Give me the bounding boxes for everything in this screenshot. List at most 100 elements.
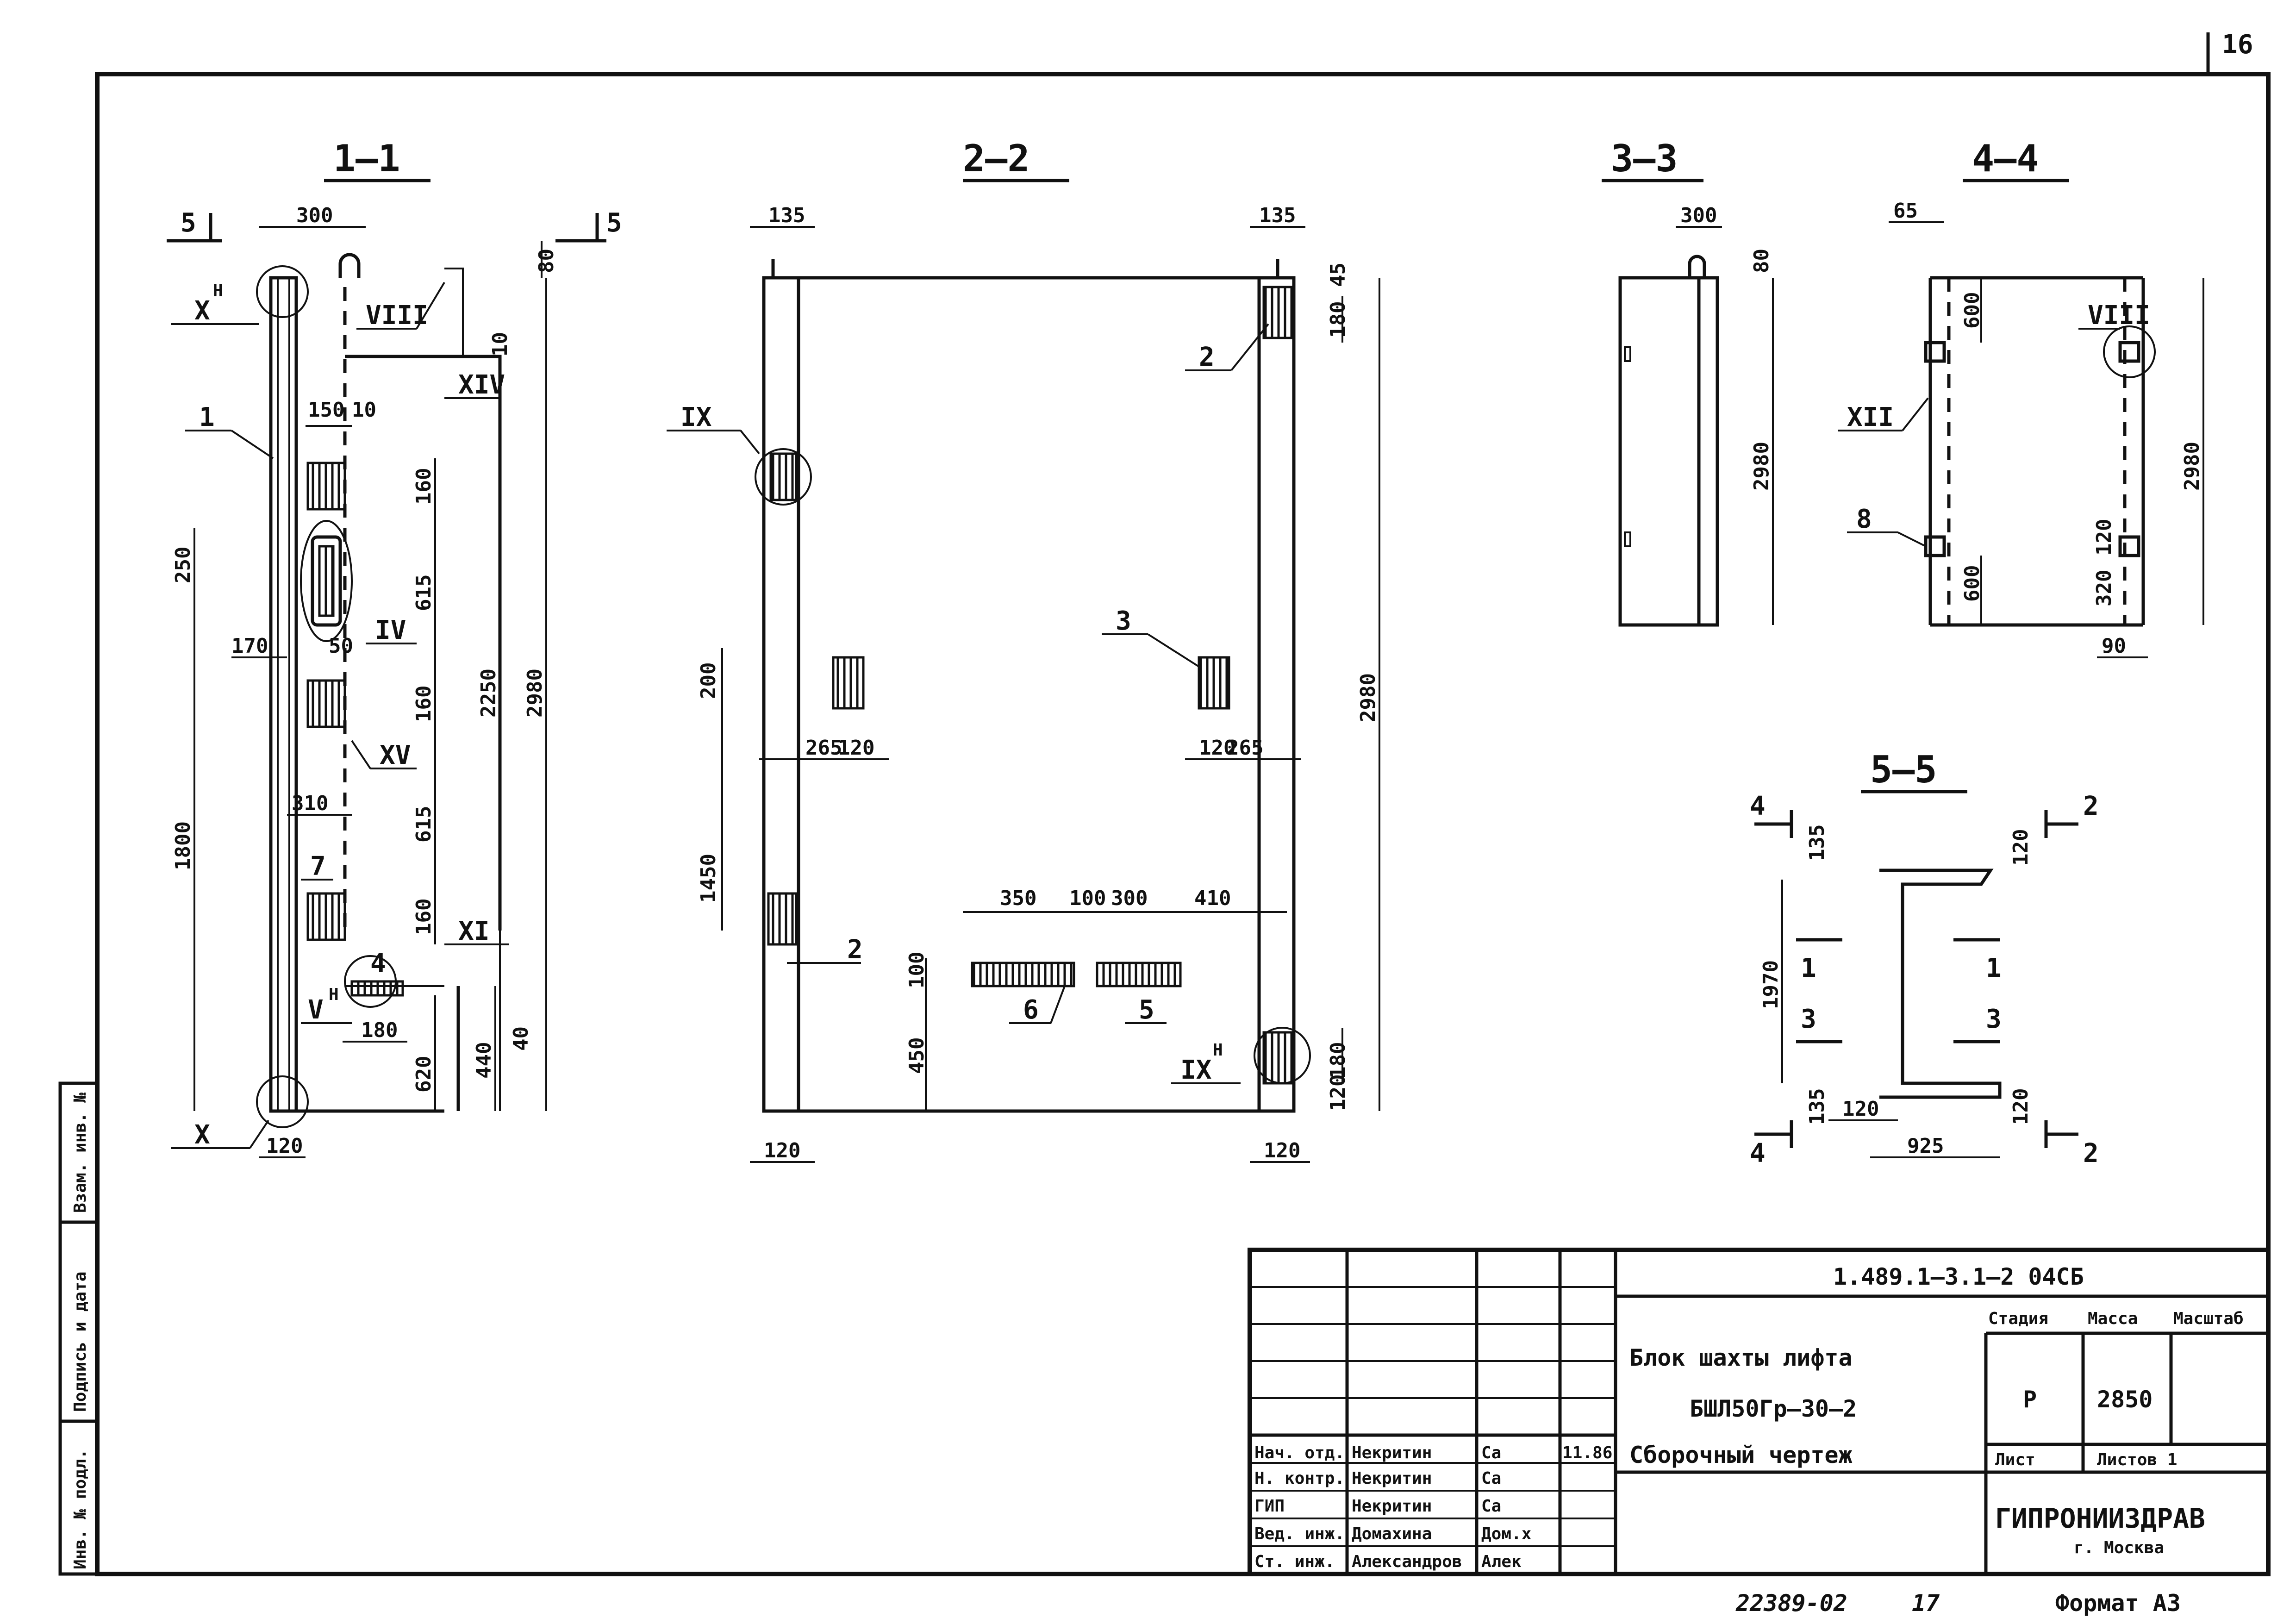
svg-text:Са: Са <box>1481 1443 1501 1462</box>
svg-text:2: 2 <box>2083 1138 2099 1168</box>
svg-text:Дом.х: Дом.х <box>1481 1524 1531 1543</box>
svg-text:Алек: Алек <box>1481 1552 1522 1571</box>
section-1-1: 5 5 Х Н VIII XI <box>167 204 622 1158</box>
svg-text:1: 1 <box>199 402 215 432</box>
svg-text:Взам. инв. №: Взам. инв. № <box>71 1093 90 1213</box>
svg-text:Масштаб: Масштаб <box>2173 1309 2244 1328</box>
svg-text:2850: 2850 <box>2097 1386 2152 1413</box>
svg-text:5: 5 <box>181 208 196 238</box>
svg-text:300: 300 <box>296 204 333 227</box>
svg-text:3: 3 <box>1801 1004 1816 1034</box>
svg-text:Вед. инж.: Вед. инж. <box>1254 1524 1345 1543</box>
svg-text:135: 135 <box>768 204 805 227</box>
side-stamp: Взам. инв. № Подпись и дата Инв. № подл. <box>58 1081 99 1576</box>
svg-text:10: 10 <box>488 332 512 356</box>
svg-text:Са: Са <box>1481 1469 1501 1488</box>
svg-text:7: 7 <box>310 851 326 881</box>
svg-text:3: 3 <box>1116 606 1131 636</box>
svg-text:V: V <box>308 995 324 1025</box>
svg-text:120: 120 <box>1842 1097 1879 1121</box>
title-line-2: БШЛ50Гр—30—2 <box>1690 1395 1857 1422</box>
svg-text:1—1: 1—1 <box>333 137 400 180</box>
svg-text:615: 615 <box>412 806 436 843</box>
svg-text:Нач. отд.: Нач. отд. <box>1254 1443 1345 1462</box>
svg-text:1: 1 <box>1986 953 2002 983</box>
svg-text:620: 620 <box>412 1056 436 1093</box>
svg-text:120: 120 <box>266 1134 303 1158</box>
svg-text:45: 45 <box>1326 262 1350 287</box>
svg-text:120: 120 <box>838 736 874 760</box>
svg-text:Н: Н <box>213 281 223 300</box>
svg-text:265: 265 <box>805 736 842 760</box>
svg-text:Н. контр.: Н. контр. <box>1254 1469 1345 1488</box>
section-2-2: IX IX Н 2 2 3 6 5 135 135 45 180 200 265… <box>667 204 1380 1163</box>
title-line-1: Блок шахты лифта <box>1629 1344 1853 1371</box>
svg-text:440: 440 <box>472 1042 496 1079</box>
svg-text:600: 600 <box>1960 292 1984 329</box>
format-label: Формат А3 <box>2055 1590 2181 1617</box>
svg-text:5—5: 5—5 <box>1870 748 1937 791</box>
svg-text:925: 925 <box>1907 1134 1944 1158</box>
svg-text:100: 100 <box>1069 887 1106 910</box>
svg-text:180: 180 <box>361 1018 398 1042</box>
svg-text:80: 80 <box>535 249 558 273</box>
svg-text:ГИП: ГИП <box>1254 1497 1285 1516</box>
svg-text:Масса: Масса <box>2088 1309 2138 1328</box>
svg-text:Некритин: Некритин <box>1352 1497 1432 1516</box>
svg-text:Н: Н <box>329 985 339 1004</box>
svg-text:180: 180 <box>1326 301 1350 338</box>
svg-text:150: 150 <box>308 398 344 422</box>
svg-text:2: 2 <box>1199 342 1215 372</box>
svg-text:265: 265 <box>1227 736 1263 760</box>
svg-text:90: 90 <box>2102 634 2126 658</box>
svg-text:80: 80 <box>1750 249 1773 273</box>
svg-text:200: 200 <box>697 662 720 699</box>
svg-text:300: 300 <box>1111 887 1148 910</box>
section-3-3: 300 80 2980 <box>1618 204 1774 627</box>
section-4-4: VIII XII 8 65 600 600 320 120 90 2980 <box>1838 199 2204 658</box>
svg-text:120: 120 <box>1199 736 1235 760</box>
svg-text:120: 120 <box>2009 1088 2033 1125</box>
svg-text:120: 120 <box>1326 1074 1350 1111</box>
section-headings: 1—1 2—2 3—3 4—4 5—5 <box>324 137 2069 793</box>
svg-text:250: 250 <box>171 547 195 583</box>
sheet-frame <box>95 72 2271 1576</box>
svg-text:160: 160 <box>412 899 436 935</box>
svg-text:300: 300 <box>1680 204 1717 227</box>
svg-text:1800: 1800 <box>171 821 195 870</box>
svg-text:160: 160 <box>412 468 436 505</box>
svg-text:2980: 2980 <box>2180 442 2204 491</box>
svg-text:IX: IX <box>1180 1055 1211 1085</box>
svg-text:Некритин: Некритин <box>1352 1469 1432 1488</box>
svg-text:Р: Р <box>2023 1386 2037 1413</box>
svg-text:40: 40 <box>509 1026 533 1051</box>
doc-code: 1.489.1—3.1—2 04СБ <box>1833 1263 2084 1290</box>
svg-text:Некритин: Некритин <box>1352 1443 1432 1462</box>
svg-text:2980: 2980 <box>1356 673 1380 722</box>
svg-text:100: 100 <box>905 952 929 988</box>
svg-text:120: 120 <box>2009 829 2033 866</box>
footer-number: 17 <box>1912 1590 1940 1617</box>
svg-text:XIV: XIV <box>458 370 505 400</box>
svg-text:350: 350 <box>1000 887 1036 910</box>
svg-text:320: 320 <box>2092 570 2116 606</box>
svg-text:IV: IV <box>375 615 406 645</box>
svg-text:4: 4 <box>1750 791 1766 821</box>
svg-text:2980: 2980 <box>1750 442 1773 491</box>
svg-text:XV: XV <box>380 740 411 770</box>
svg-text:2980: 2980 <box>523 668 547 718</box>
svg-text:IX: IX <box>680 402 711 432</box>
svg-text:410: 410 <box>1194 887 1231 910</box>
svg-text:5: 5 <box>1139 995 1154 1025</box>
svg-text:135: 135 <box>1805 1088 1829 1125</box>
svg-text:4—4: 4—4 <box>1972 137 2039 180</box>
svg-text:1: 1 <box>1801 953 1816 983</box>
svg-text:50: 50 <box>329 634 353 658</box>
title-line-3: Сборочный чертеж <box>1629 1442 1853 1468</box>
svg-text:180: 180 <box>1326 1042 1350 1079</box>
svg-text:450: 450 <box>905 1037 929 1074</box>
svg-text:1970: 1970 <box>1759 960 1783 1009</box>
svg-text:11.86: 11.86 <box>1562 1443 1612 1462</box>
svg-text:3: 3 <box>1986 1004 2002 1034</box>
